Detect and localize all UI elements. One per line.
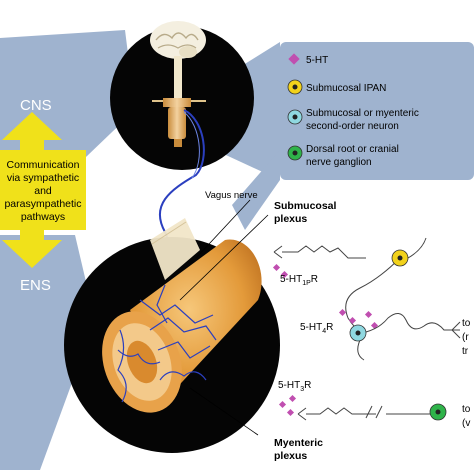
legend-label-second-order-2: second-order neuron <box>306 121 399 132</box>
submucosal-plexus-label-2: plexus <box>274 213 307 225</box>
legend-label-ipan: Submucosal IPAN <box>306 83 386 94</box>
cut-text-1c: tr <box>462 346 469 357</box>
svg-text:pathways: pathways <box>21 211 65 223</box>
submucosal-leader-line <box>179 214 269 301</box>
diamond-icon <box>288 53 300 65</box>
myenteric-plexus-label-2: plexus <box>274 450 307 462</box>
legend-label-second-order: Submucosal or myenteric <box>306 108 419 119</box>
ens-panel <box>0 235 95 470</box>
myenteric-plexus-label: Myenteric <box>274 437 323 449</box>
legend-label-ganglion-2: nerve ganglion <box>306 157 372 168</box>
down-arrow-icon <box>2 230 62 268</box>
vagus-leader-line <box>195 199 251 259</box>
communication-box <box>0 150 86 230</box>
submucosal-plexus-label: Submucosal <box>274 200 337 212</box>
ganglion-neuron <box>297 405 430 421</box>
receptor-3-label: 5-HT3R <box>278 380 311 393</box>
svg-text:via sympathetic: via sympathetic <box>7 172 79 184</box>
cut-text-1b: (r <box>462 332 469 343</box>
svg-text:and: and <box>34 185 52 197</box>
cut-text-1: to <box>462 318 471 329</box>
communication-text: Communication via sympathetic and parasy… <box>4 159 81 223</box>
myenteric-leader-line <box>189 387 259 436</box>
svg-text:Communication: Communication <box>7 159 80 171</box>
cut-text-2: to <box>462 404 471 415</box>
plexus-network <box>117 284 217 403</box>
ens-label: ENS <box>20 277 51 294</box>
legend-label-ganglion: Dorsal root or cranial <box>306 144 399 155</box>
legend-label-serotonin: 5-HT <box>306 55 328 66</box>
up-arrow-icon <box>2 112 62 150</box>
receptor-4-label: 5-HT4R <box>300 322 333 335</box>
cut-text-2b: (v <box>462 418 470 429</box>
cns-label: CNS <box>20 97 52 114</box>
receptor-1p-label: 5-HT1PR <box>280 274 318 287</box>
svg-text:parasympathetic: parasympathetic <box>4 198 81 210</box>
legend-panel <box>280 42 474 180</box>
spinal-cord <box>174 56 182 126</box>
vagus-nerve-label: Vagus nerve <box>205 190 258 201</box>
